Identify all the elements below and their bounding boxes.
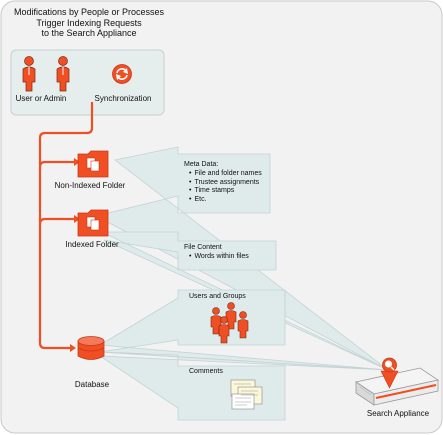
title-line: Trigger Indexing Requests: [36, 17, 142, 28]
comments-icon: [230, 379, 263, 410]
indexed-folder-label: Indexed Folder: [65, 240, 119, 249]
arrow-indexed: [74, 215, 80, 223]
search-appliance-label: Search Appliance: [366, 409, 430, 418]
arrow-non-indexed: [74, 158, 80, 166]
meta-data-title: Meta Data:: [184, 161, 219, 168]
connector-non-indexed: [38, 160, 74, 168]
meta-data-list: File and folder names Trustee assignment…: [189, 170, 262, 205]
person-icon: [22, 56, 36, 92]
title-line: Modifications by People or Processes: [13, 7, 165, 17]
list-item: Words within files: [189, 253, 248, 262]
title-line: to the Search Appliance: [41, 28, 137, 38]
file-content-title: File Content: [184, 244, 222, 251]
list-item: Time stamps: [189, 187, 262, 196]
source-panel: [10, 49, 165, 116]
diagram-title: Modifications by People or Processes Tri…: [14, 7, 164, 39]
users-groups-title: Users and Groups: [189, 293, 246, 300]
connector: [38, 102, 94, 350]
connector-indexed: [38, 217, 74, 225]
person-icon: [56, 56, 70, 92]
file-content-list: Words within files: [189, 253, 248, 262]
search-appliance-icon: [354, 357, 440, 406]
connector-main: [38, 102, 94, 350]
database-label: Database: [74, 380, 110, 389]
arrow-database: [70, 344, 76, 352]
comments-title: Comments: [189, 368, 223, 375]
list-item: Etc.: [189, 196, 262, 205]
synchronization-label: Synchronization: [94, 94, 152, 103]
users-icon: [210, 302, 249, 344]
database-icon: [77, 336, 105, 360]
user-admin-label: User or Admin: [15, 94, 67, 103]
non-indexed-folder-label: Non-Indexed Folder: [54, 181, 126, 190]
list-item: Trustee assignments: [189, 179, 262, 188]
list-item: File and folder names: [189, 170, 261, 179]
folder-icon: [77, 150, 109, 178]
folder-icon: [77, 209, 109, 237]
sync-icon: [112, 64, 132, 84]
